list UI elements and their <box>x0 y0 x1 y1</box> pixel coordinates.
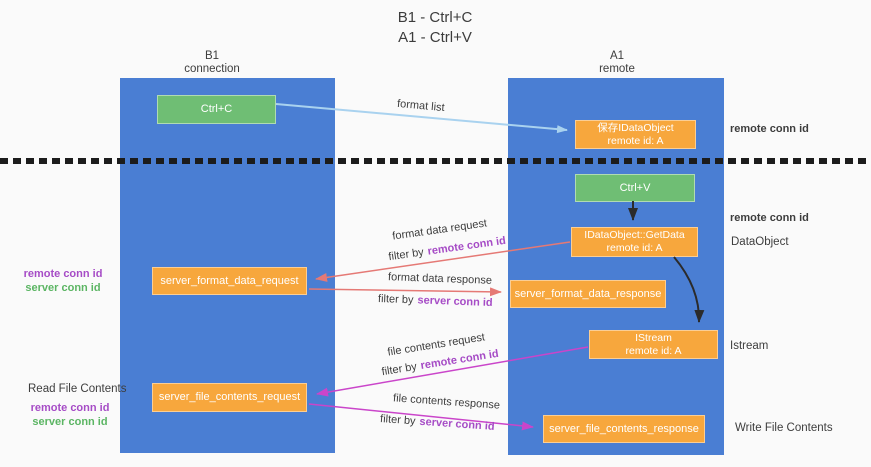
annotation-istream: Istream <box>730 340 769 352</box>
node-server-format-data-response: server_format_data_response <box>510 280 666 308</box>
server-conn-id-text: server conn id <box>419 415 495 433</box>
annotation-read-file-contents: Read File Contents <box>28 383 127 395</box>
node-save-dataobject: 保存IDataObject remote id: A <box>575 120 696 149</box>
column-header-b1: B1 connection <box>112 50 312 76</box>
node-server-format-data-request: server_format_data_request <box>152 267 307 295</box>
node-save-dataobject-line1: 保存IDataObject <box>597 121 674 134</box>
annotation-left-remote-conn-id-1: remote conn id <box>23 268 103 280</box>
label-format-data-response: format data response <box>387 271 493 287</box>
annotation-write-file-contents: Write File Contents <box>735 422 833 434</box>
diagram-title: B1 - Ctrl+C A1 - Ctrl+V <box>315 8 555 48</box>
annotation-remote-conn-id-top: remote conn id <box>730 123 809 135</box>
annotation-dataobject: DataObject <box>731 236 789 248</box>
node-server-file-contents-request-label: server_file_contents_request <box>158 391 301 403</box>
node-save-dataobject-line2: remote id: A <box>607 134 664 147</box>
node-server-file-contents-response-label: server_file_contents_response <box>549 422 699 435</box>
node-istream-line2: remote id: A <box>625 344 682 357</box>
column-header-b1-name: B1 <box>204 50 220 62</box>
title-line-2: A1 - Ctrl+V <box>398 29 472 46</box>
node-istream-line1: IStream <box>635 331 672 344</box>
annotation-conn-ids-file: remote conn id server conn id <box>15 401 125 429</box>
filter-by-text: filter by <box>387 246 425 264</box>
node-ctrl-c: Ctrl+C <box>157 95 276 124</box>
column-header-a1: A1 remote <box>517 50 717 76</box>
arrow-format-data-response <box>308 287 502 297</box>
filter-by-text: filter by <box>377 293 414 307</box>
annotation-left-server-conn-id-1: server conn id <box>25 282 101 294</box>
node-ctrl-c-label: Ctrl+C <box>200 103 233 115</box>
column-header-a1-role: remote <box>599 63 635 75</box>
node-server-file-contents-response: server_file_contents_response <box>543 415 705 443</box>
column-header-a1-name: A1 <box>609 50 625 62</box>
title-line-1: B1 - Ctrl+C <box>397 9 473 26</box>
node-server-file-contents-request: server_file_contents_request <box>152 383 307 412</box>
node-server-format-data-response-label: server_format_data_response <box>514 287 662 300</box>
server-conn-id-text: server conn id <box>417 294 493 309</box>
filter-by-text: filter by <box>380 360 418 379</box>
annotation-remote-conn-id-mid: remote conn id <box>730 212 809 224</box>
remote-conn-id-text: remote conn id <box>426 234 507 258</box>
annotation-left-server-conn-id-2: server conn id <box>32 416 108 428</box>
node-idataobject-getdata-line1: IDataObject::GetData <box>584 229 685 241</box>
annotation-left-remote-conn-id-2: remote conn id <box>30 402 110 414</box>
node-ctrl-v-label: Ctrl+V <box>619 181 651 194</box>
node-idataobject-getdata-line2: remote id: A <box>606 242 663 254</box>
filter-by-text: filter by <box>379 413 416 428</box>
annotation-conn-ids-format: remote conn id server conn id <box>13 267 113 295</box>
node-idataobject-getdata: IDataObject::GetData remote id: A <box>571 227 698 257</box>
node-server-format-data-request-label: server_format_data_request <box>160 274 299 287</box>
column-header-b1-role: connection <box>184 63 240 75</box>
node-ctrl-v: Ctrl+V <box>575 174 695 202</box>
node-istream: IStream remote id: A <box>589 330 718 359</box>
label-format-list: format list <box>396 97 446 115</box>
label-file-contents-response: file contents response <box>392 392 501 412</box>
